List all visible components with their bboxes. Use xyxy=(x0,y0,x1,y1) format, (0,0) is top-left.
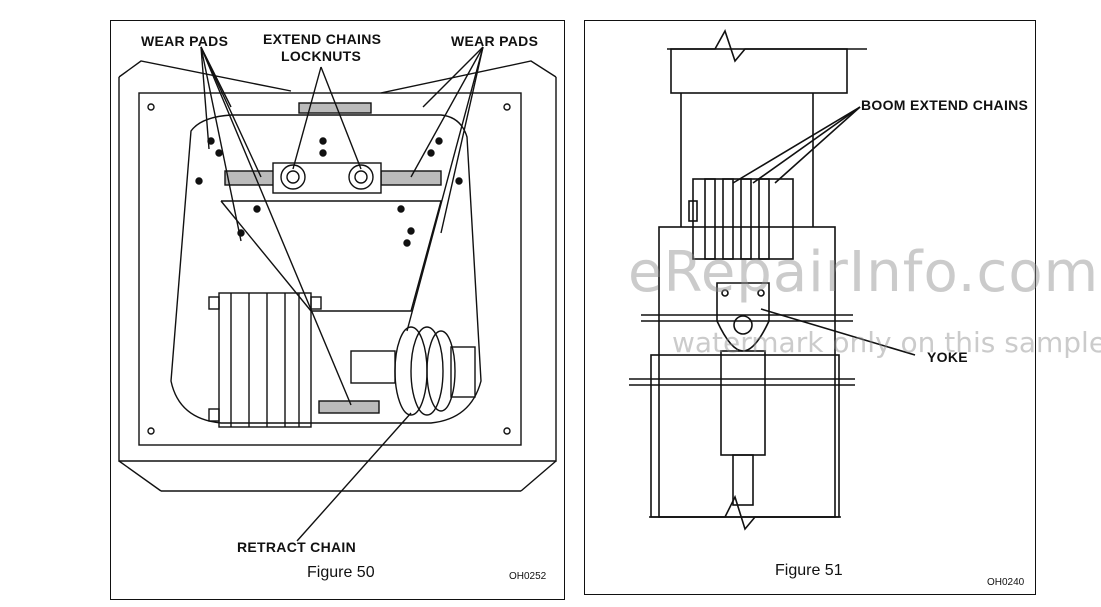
label-locknuts: LOCKNUTS xyxy=(281,48,362,64)
figure-caption: Figure 50 xyxy=(307,564,375,581)
label-yoke: YOKE xyxy=(927,349,968,365)
figure-caption: Figure 51 xyxy=(775,562,843,579)
label-wear-pads-right: WEAR PADS xyxy=(451,33,539,49)
label-boom-extend-chains: BOOM EXTEND CHAINS xyxy=(861,97,1029,113)
figure-50-panel: WEAR PADS EXTEND CHAINS LOCKNUTS WEAR PA… xyxy=(110,20,565,600)
label-wear-pads-left: WEAR PADS xyxy=(141,33,229,49)
figure-51-drawing xyxy=(629,29,916,531)
label-retract-chain: RETRACT CHAIN xyxy=(237,539,357,555)
figure-code: OH0240 xyxy=(987,577,1025,588)
figure-code: OH0252 xyxy=(509,571,547,582)
label-extend-chains: EXTEND CHAINS xyxy=(263,31,382,47)
figure-50-drawing xyxy=(118,46,557,542)
figure-51-panel: BOOM EXTEND CHAINS YOKE Figure 51 OH0240 xyxy=(584,20,1036,595)
